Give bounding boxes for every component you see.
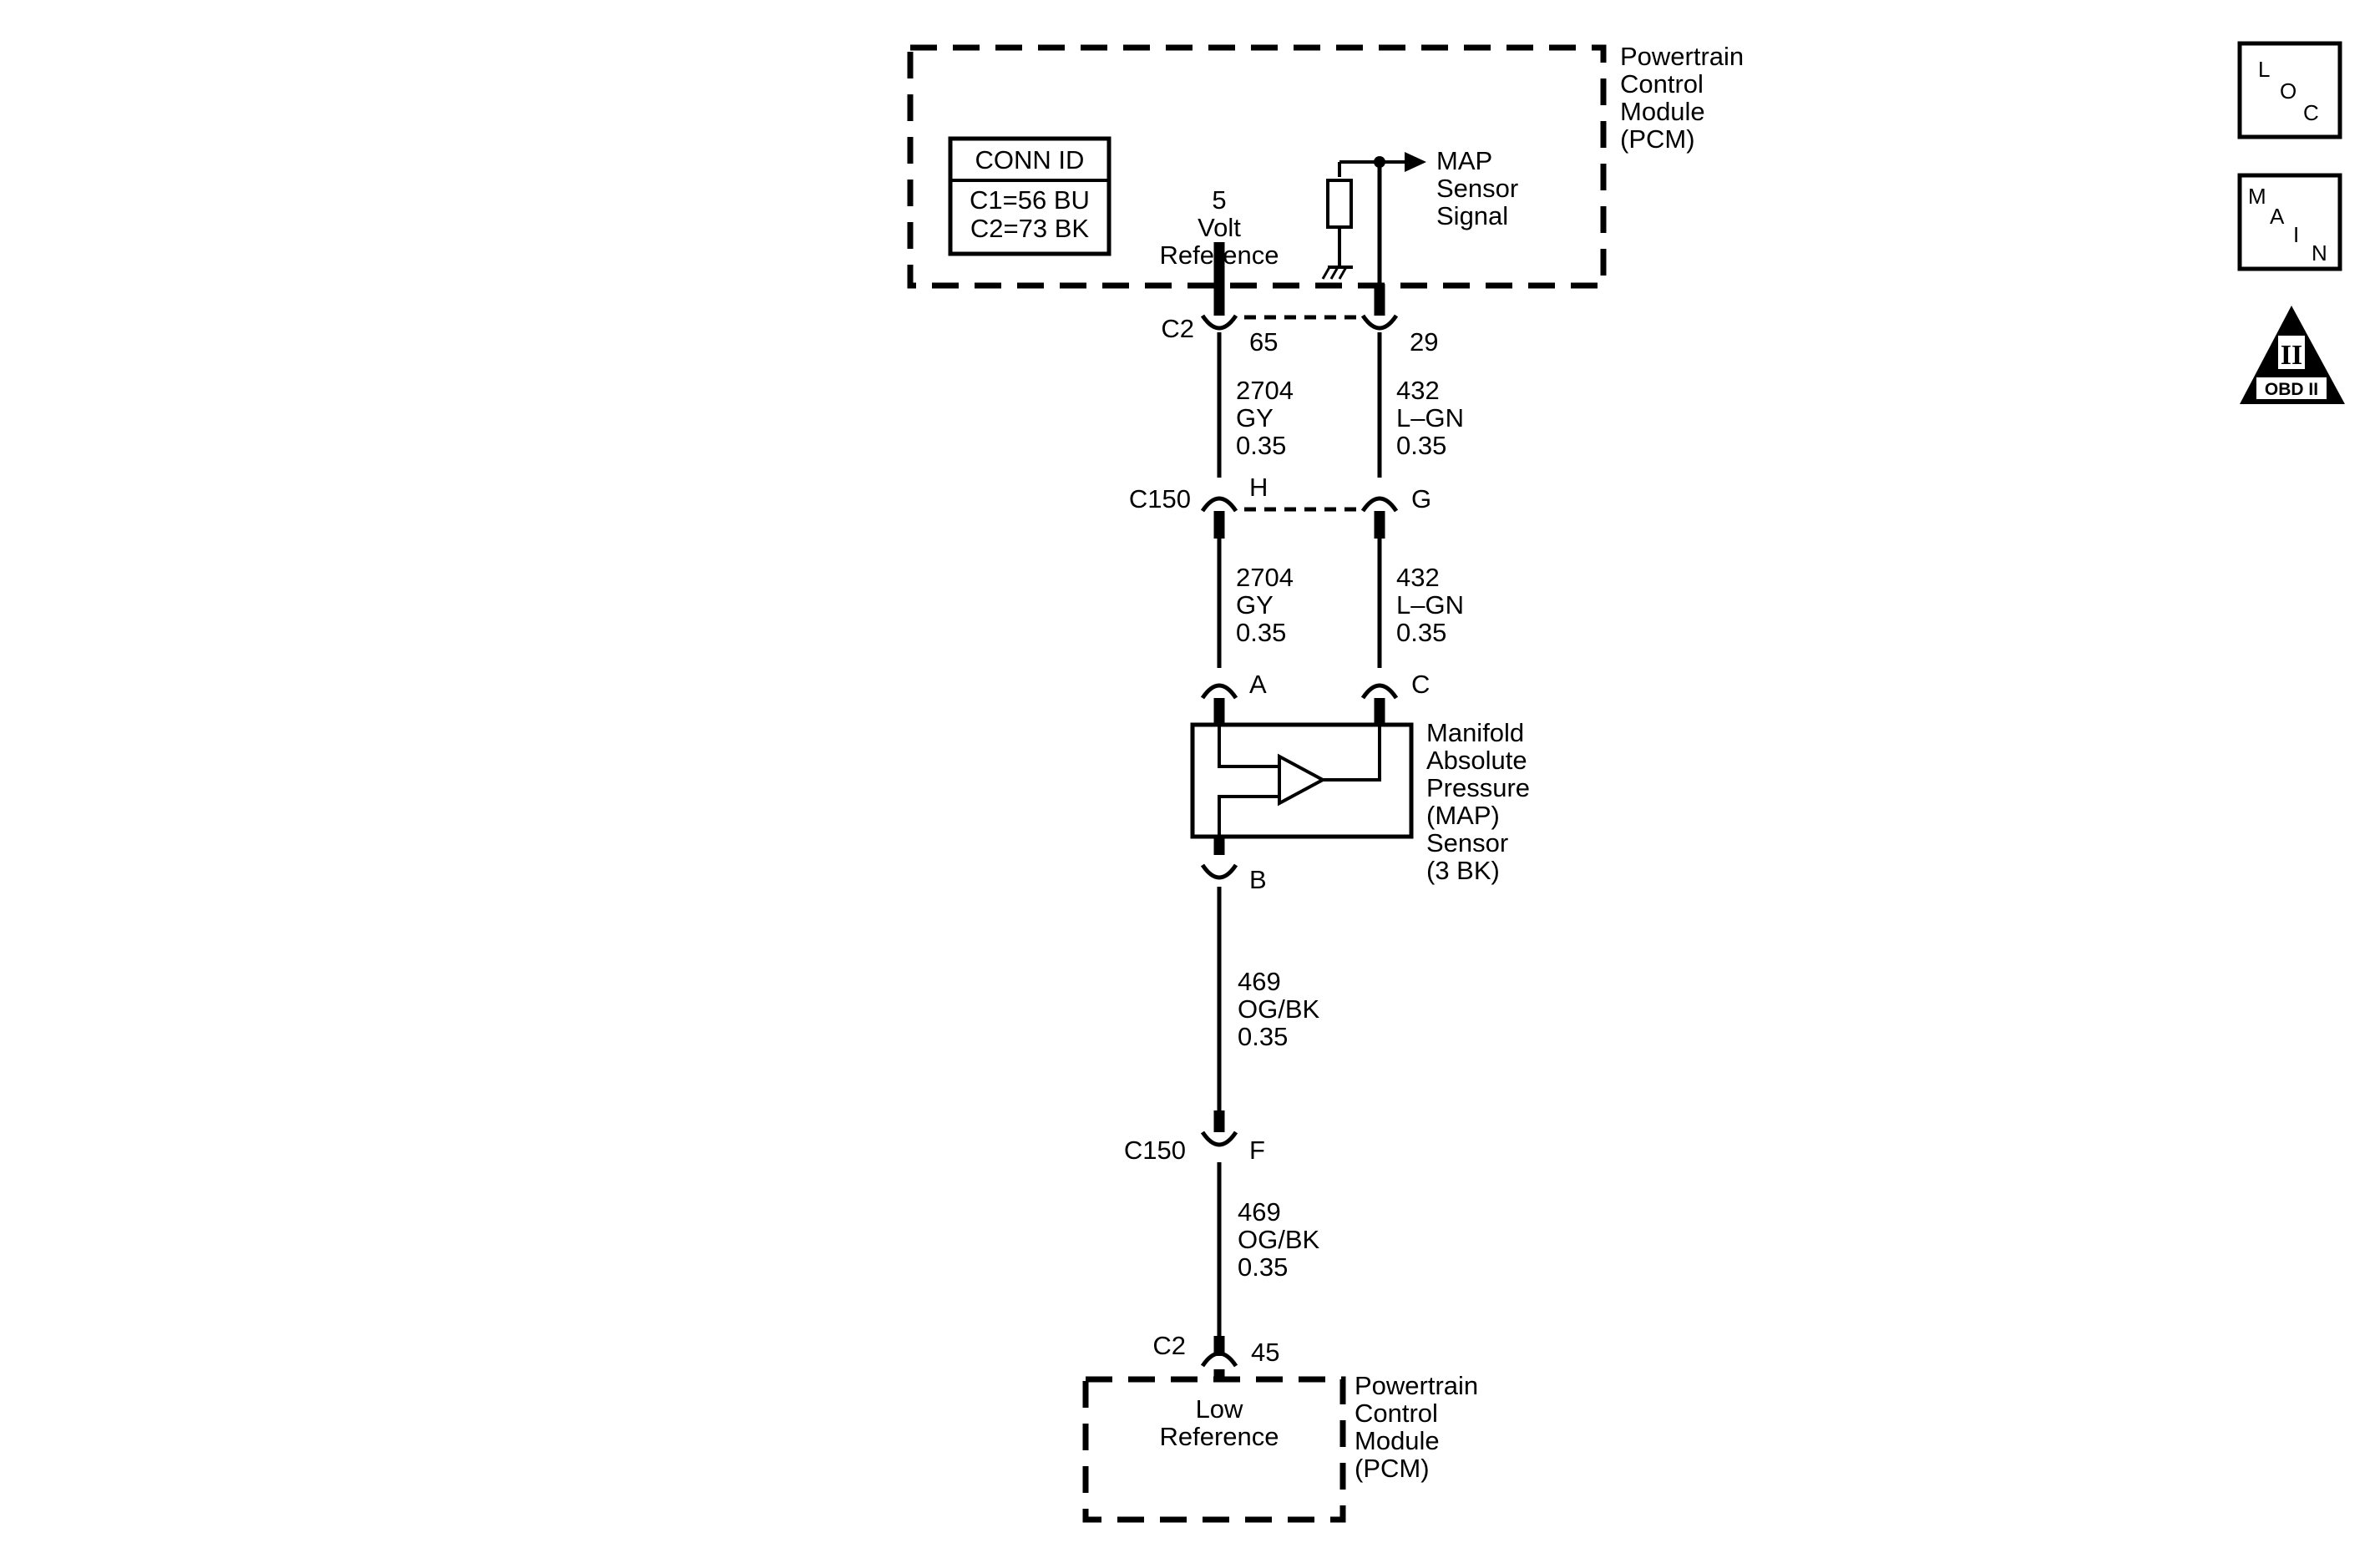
svg-text:469: 469: [1238, 967, 1281, 996]
pcm-bottom-module: Low Reference Powertrain Control Module …: [1082, 1371, 1478, 1523]
svg-text:2704: 2704: [1236, 563, 1294, 592]
svg-text:L–GN: L–GN: [1396, 590, 1464, 620]
svg-text:432: 432: [1396, 376, 1440, 405]
svg-text:II: II: [2281, 340, 2302, 371]
wire-label-lgn-lower: 432 L–GN 0.35: [1396, 563, 1464, 647]
svg-text:L–GN: L–GN: [1396, 403, 1464, 432]
svg-text:GY: GY: [1236, 590, 1274, 620]
sensor-pin-c: C: [1411, 670, 1430, 699]
svg-text:432: 432: [1396, 563, 1440, 592]
map-sensor-name-6: (3 BK): [1426, 856, 1500, 885]
wires: [1213, 162, 1385, 1379]
map-signal-3: Signal: [1436, 201, 1508, 230]
c2-low-name: C2: [1152, 1331, 1186, 1360]
c2-top-pin-right: 29: [1410, 327, 1438, 357]
volt-ref-2: Volt: [1198, 213, 1241, 242]
pcm-bottom-name-3: Module: [1355, 1426, 1440, 1455]
loc-icon[interactable]: L O C: [2237, 41, 2342, 139]
pcm-top-name-2: Control: [1620, 69, 1704, 99]
svg-text:OBD II: OBD II: [2265, 380, 2318, 399]
svg-text:N: N: [2312, 240, 2327, 266]
map-sensor-name-5: Sensor: [1426, 828, 1508, 857]
connector-symbols: [1200, 314, 1399, 1368]
map-sensor-name-2: Absolute: [1426, 746, 1527, 775]
map-sensor-name-1: Manifold: [1426, 718, 1524, 747]
c150-low-name: C150: [1124, 1136, 1186, 1165]
svg-text:469: 469: [1238, 1197, 1281, 1227]
wire-label-gy-upper: 2704 GY 0.35: [1236, 376, 1294, 460]
c150-mid-pin-right: G: [1411, 484, 1431, 513]
amplifier-symbol: [1218, 725, 1381, 835]
map-sensor: Manifold Absolute Pressure (MAP) Sensor …: [1190, 718, 1530, 885]
conn-id-box: CONN ID C1=56 BU C2=73 BK: [948, 136, 1112, 256]
svg-text:0.35: 0.35: [1238, 1252, 1288, 1282]
svg-text:0.35: 0.35: [1396, 618, 1446, 647]
wire-label-og-lower: 469 OG/BK 0.35: [1238, 1197, 1320, 1282]
pcm-bottom-name-4: (PCM): [1355, 1454, 1430, 1483]
svg-text:I: I: [2293, 222, 2299, 247]
pcm-top-name-3: Module: [1620, 97, 1705, 126]
svg-text:0.35: 0.35: [1236, 618, 1286, 647]
pcm-top-name-1: Powertrain: [1620, 42, 1744, 71]
map-signal-circuit: [1321, 152, 1426, 280]
pcm-top-module: Powertrain Control Module (PCM) CONN ID …: [907, 42, 1744, 289]
wire-label-og-upper: 469 OG/BK 0.35: [1238, 967, 1320, 1051]
c2-top-name: C2: [1161, 314, 1194, 343]
c150-mid-name: C150: [1129, 484, 1191, 513]
pullup-resistor-symbol: [1326, 179, 1353, 229]
conn-id-c2: C2=73 BK: [970, 214, 1090, 243]
svg-text:L: L: [2258, 57, 2270, 82]
svg-text:A: A: [2270, 204, 2285, 229]
c2-top-pin-left: 65: [1249, 327, 1278, 357]
svg-text:GY: GY: [1236, 403, 1274, 432]
ground-symbol: [1321, 266, 1353, 280]
c150-mid-pin-left: H: [1249, 473, 1268, 502]
map-sensor-name-3: Pressure: [1426, 773, 1530, 802]
conn-id-header: CONN ID: [975, 145, 1085, 175]
map-signal-2: Sensor: [1436, 174, 1518, 203]
svg-text:OG/BK: OG/BK: [1238, 1225, 1320, 1254]
svg-text:O: O: [2280, 78, 2296, 104]
pcm-top-name-4: (PCM): [1620, 124, 1695, 154]
pcm-bottom-name-2: Control: [1355, 1399, 1438, 1428]
c2-low-pin: 45: [1251, 1338, 1279, 1367]
svg-text:C: C: [2303, 100, 2319, 125]
c150-low-pin: F: [1249, 1136, 1265, 1165]
pcm-bottom-dashed-border: [1082, 1376, 1346, 1523]
svg-text:0.35: 0.35: [1236, 431, 1286, 460]
signal-arrow-icon: [1405, 152, 1426, 172]
main-icon[interactable]: M A I N: [2237, 173, 2342, 271]
pcm-bottom-name-1: Powertrain: [1355, 1371, 1478, 1400]
low-ref-1: Low: [1196, 1394, 1243, 1424]
wire-label-lgn-upper: 432 L–GN 0.35: [1396, 376, 1464, 460]
sensor-pin-a: A: [1249, 670, 1267, 699]
map-sensor-name-4: (MAP): [1426, 801, 1500, 830]
volt-ref-1: 5: [1212, 185, 1226, 215]
map-signal-1: MAP: [1436, 146, 1492, 175]
conn-id-c1: C1=56 BU: [970, 185, 1090, 215]
svg-text:OG/BK: OG/BK: [1238, 994, 1320, 1024]
svg-text:2704: 2704: [1236, 376, 1294, 405]
svg-text:0.35: 0.35: [1396, 431, 1446, 460]
low-ref-2: Reference: [1159, 1422, 1279, 1451]
sensor-pin-b: B: [1249, 865, 1267, 894]
pcm-top-dashed-border: [907, 44, 1607, 289]
wire-label-gy-lower: 2704 GY 0.35: [1236, 563, 1294, 647]
svg-text:0.35: 0.35: [1238, 1022, 1288, 1051]
svg-text:M: M: [2248, 184, 2266, 209]
obd-ii-icon[interactable]: II OBD II: [2240, 306, 2345, 404]
